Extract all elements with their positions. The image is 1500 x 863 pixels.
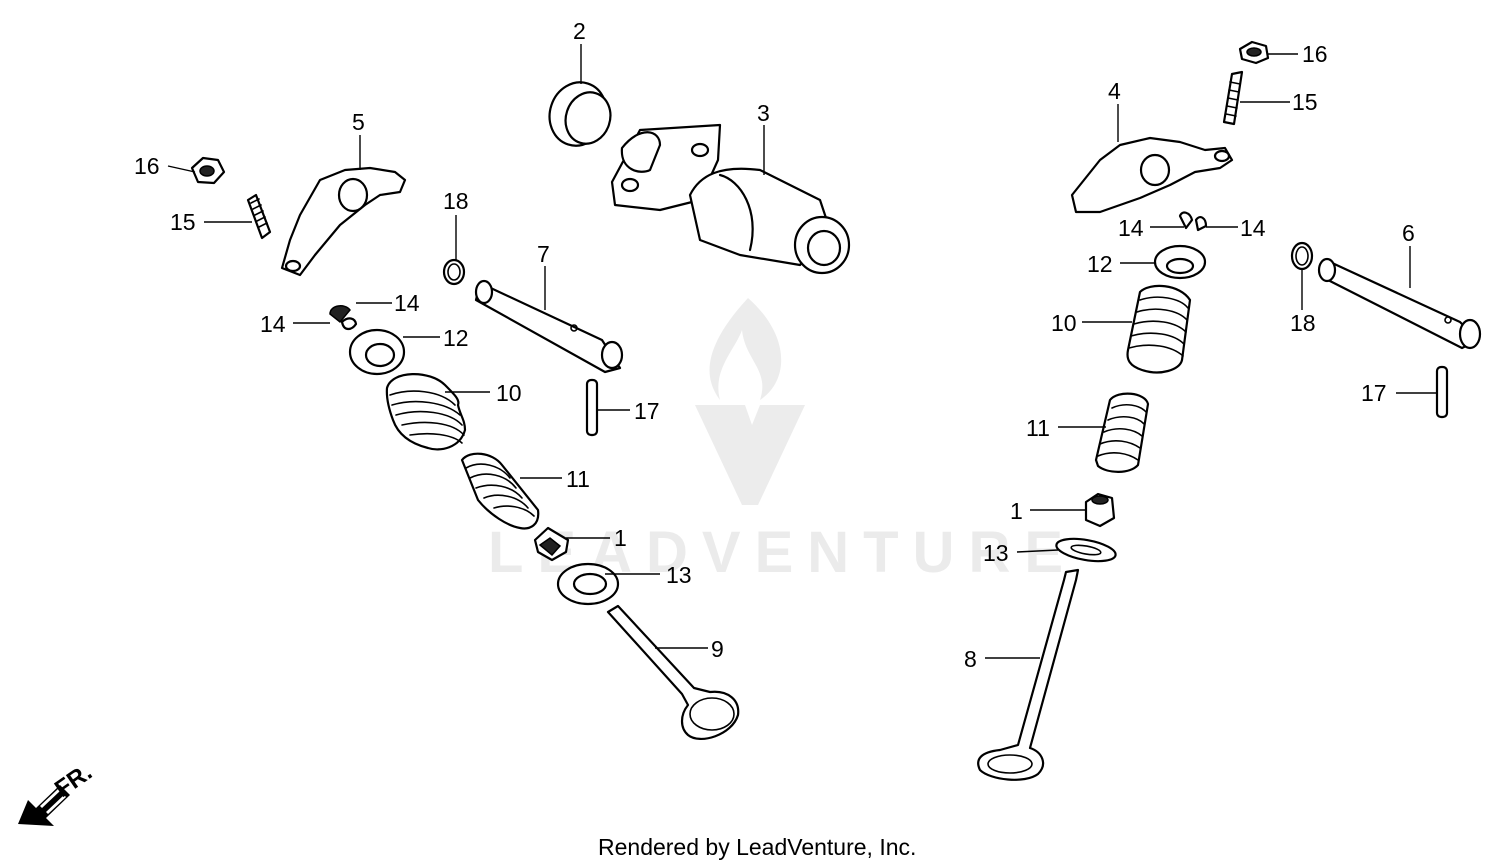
valve-cotters-left [329, 305, 358, 331]
callout-12-right: 12 [1087, 251, 1113, 277]
spring-retainer-left [348, 328, 406, 376]
callout-4: 4 [1108, 78, 1121, 104]
callout-12-left: 12 [443, 325, 469, 351]
callout-14-right-a: 14 [1118, 215, 1144, 241]
callout-14-left-a: 14 [260, 311, 286, 337]
callout-13-left: 13 [666, 562, 692, 588]
front-direction-indicator: FR. [18, 759, 97, 826]
callout-14-right-b: 14 [1240, 215, 1266, 241]
callout-17-right: 17 [1361, 380, 1387, 406]
callout-11-right: 11 [1026, 415, 1050, 441]
rocker-shaft-left [474, 279, 624, 374]
leader-lines [167, 44, 1438, 659]
callout-16-left: 16 [134, 153, 160, 179]
adjusting-screw-left [246, 193, 272, 240]
watermark: LEADVENTURE [488, 298, 1063, 585]
oring-right [1290, 241, 1314, 271]
valve-cotters-right [1178, 211, 1208, 232]
spring-seat-left [556, 562, 620, 606]
callout-14-left-b: 14 [394, 290, 420, 316]
valve-stem-seal-left [533, 526, 570, 562]
camshaft [610, 123, 851, 275]
watermark-flame-logo [695, 298, 805, 505]
outer-spring-right [1126, 284, 1192, 374]
rocker-shaft-right [1317, 257, 1482, 350]
adjusting-nut-left [190, 156, 226, 185]
spring-seat-right [1055, 537, 1117, 563]
callout-3: 3 [757, 100, 770, 126]
callout-7: 7 [537, 241, 550, 267]
callout-5: 5 [352, 109, 365, 135]
callout-18-right: 18 [1290, 310, 1316, 336]
adjusting-screw-right [1222, 70, 1244, 126]
oring-left [442, 258, 466, 286]
valve-stem-seal-right [1084, 492, 1116, 528]
callout-16-right: 16 [1302, 41, 1328, 67]
inner-spring-left [460, 452, 540, 530]
callout-13-right: 13 [983, 540, 1009, 566]
callout-1-right: 1 [1010, 498, 1023, 524]
callout-1-left: 1 [614, 525, 627, 551]
dowel-pin-left [585, 378, 599, 437]
callout-8: 8 [964, 646, 977, 672]
callout-11-left: 11 [566, 466, 590, 492]
front-arrow-icon [18, 785, 70, 826]
adjusting-nut-right [1238, 40, 1270, 65]
footer-credit: Rendered by LeadVenture, Inc. [598, 834, 916, 860]
rocker-arm-right [1070, 136, 1234, 214]
dowel-pin-right [1435, 365, 1449, 419]
callout-9: 9 [711, 636, 724, 662]
callout-15-left: 15 [170, 209, 196, 235]
spring-retainer-right [1153, 244, 1207, 280]
callout-17-left: 17 [634, 398, 660, 424]
exhaust-valve [977, 568, 1080, 781]
callout-2: 2 [573, 18, 586, 44]
callout-10-right: 10 [1051, 310, 1077, 336]
camshaft-bearing [548, 81, 612, 147]
callouts: 2 3 5 16 15 18 7 14 14 12 10 17 11 1 13 … [134, 18, 1415, 672]
rocker-arm-left [280, 166, 407, 277]
callout-6: 6 [1402, 220, 1415, 246]
intake-valve [606, 604, 740, 740]
callout-15-right: 15 [1292, 89, 1318, 115]
outer-spring-left [385, 373, 467, 451]
inner-spring-right [1094, 392, 1150, 473]
callout-10-left: 10 [496, 380, 522, 406]
callout-18-left: 18 [443, 188, 469, 214]
